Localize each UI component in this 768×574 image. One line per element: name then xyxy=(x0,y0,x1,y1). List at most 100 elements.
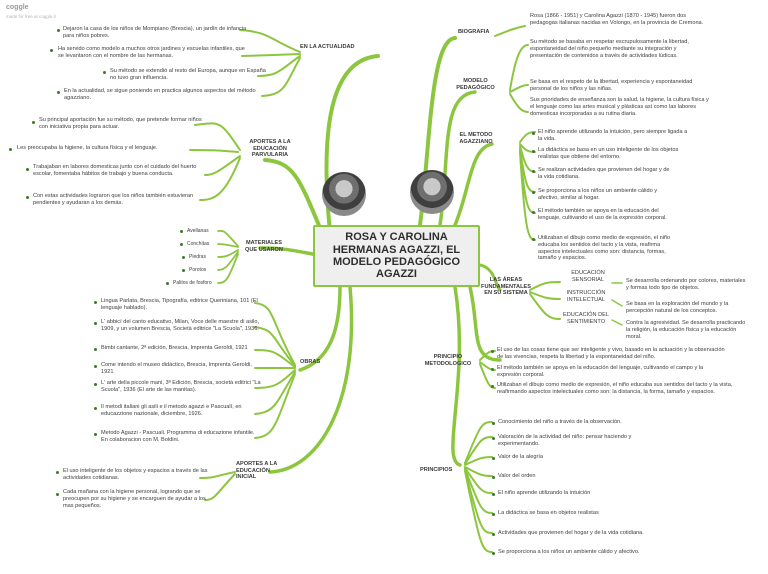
material-item-1: Avellanas xyxy=(187,228,209,234)
brand-logo[interactable]: coggle xyxy=(6,4,29,11)
bullet-dot xyxy=(492,493,495,496)
portrait-photo-left xyxy=(322,172,366,216)
metodo-item-5: El método también se apoya en la educaci… xyxy=(538,208,667,221)
portrait-photo-right xyxy=(410,170,454,214)
bullet-dot xyxy=(32,121,35,124)
bullet-dot xyxy=(532,191,535,194)
bullet-dot xyxy=(56,471,59,474)
biografia-text: Rosa (1866 - 1951) y Carolina Agazzi (18… xyxy=(530,13,704,26)
bullet-dot xyxy=(492,437,495,440)
bullet-dot xyxy=(57,29,60,32)
aportes-inicial-item-2: Cada mañana con la higiene personal, log… xyxy=(63,489,206,509)
bullet-dot xyxy=(532,170,535,173)
obra-item-1: Lingua Parlata, Brescia, Tipografía, edi… xyxy=(101,298,258,311)
aportes-parvularia-item-4: Con estas actividades lograron que los n… xyxy=(33,193,194,206)
bullet-dot xyxy=(26,196,29,199)
bullet-dot xyxy=(26,168,29,171)
bullet-dot xyxy=(492,422,495,425)
metodo-intro: Sus prioridades de enseñanza son la salu… xyxy=(530,97,709,117)
bullet-dot xyxy=(491,368,494,371)
aportes-inicial-item-1: El uso inteligente de los objetos y espa… xyxy=(63,468,208,481)
area-desc-1: Se desarrolla ordenando por colores, mat… xyxy=(626,278,746,291)
bullet-dot xyxy=(57,91,60,94)
topic-areas-fundamentales[interactable]: LAS ÁREAS FUNDAMENTALES EN SU SISTEMA xyxy=(481,277,531,297)
actualidad-item-3: Su método se extendió al resto del Europ… xyxy=(110,68,266,81)
principios-item-7: Actividades que provienen del hogar y de… xyxy=(498,530,644,536)
topic-aportes-educacion-parvularia[interactable]: APORTES A LA EDUCACIÓN PARVULARIA xyxy=(249,139,291,159)
material-item-4: Porotos xyxy=(189,267,207,273)
bullet-dot xyxy=(532,211,535,214)
area-desc-3: Contra la agresividad. Se desarrolla pra… xyxy=(626,320,746,340)
area-name-1[interactable]: EDUCACIÓN SENSORIAL xyxy=(571,270,605,283)
area-desc-2: Se basa en la exploración del mundo y la… xyxy=(626,301,729,314)
principios-item-2: Valoración de la actividad del niño: pen… xyxy=(498,434,632,447)
actualidad-item-4: En la actualidad, se sigue poniendo en p… xyxy=(64,88,256,101)
actualidad-item-1: Dejaron la casa de los niños de Mompiano… xyxy=(63,26,247,39)
bullet-dot xyxy=(94,365,97,368)
principio-item-2: El método también se apoya en la educaci… xyxy=(497,365,704,378)
material-item-2: Conchitas xyxy=(187,241,210,247)
aportes-parvularia-item-1: Su principal aportación fue su método, q… xyxy=(39,117,202,130)
bullet-dot xyxy=(94,348,97,351)
principio-item-1: El uso de las cosas tiene que ser inteli… xyxy=(497,347,725,360)
obra-item-3: Bimbi cantante, 2ª edición, Brescia, Imp… xyxy=(101,345,248,351)
bullet-dot xyxy=(94,322,97,325)
metodo-item-3: Se realizan actividades que provienen de… xyxy=(538,167,670,180)
brand-tagline: made for free at coggle.it xyxy=(6,14,56,19)
bullet-dot xyxy=(492,533,495,536)
bullet-dot xyxy=(492,457,495,460)
bullet-dot xyxy=(182,256,185,259)
central-topic[interactable]: ROSA Y CAROLINA HERMANAS AGAZZI, EL MODE… xyxy=(313,225,480,287)
topic-principios[interactable]: PRINCIPIOS xyxy=(420,467,453,473)
topic-modelo-pedagogico[interactable]: MODELO PEDAGÓGICO xyxy=(456,78,495,91)
bullet-dot xyxy=(532,132,535,135)
metodo-item-1: El niño aprende utilizando la intuición,… xyxy=(538,129,688,142)
bullet-dot xyxy=(166,282,169,285)
metodo-item-2: La didáctica se basa en un uso inteligen… xyxy=(538,147,679,160)
area-name-2[interactable]: INSTRUCCIÓN INTELECTUAL xyxy=(566,290,606,303)
topic-en-la-actualidad[interactable]: EN LA ACTUALIDAD xyxy=(300,44,355,50)
bullet-dot xyxy=(103,71,106,74)
bullet-dot xyxy=(56,493,59,496)
principios-item-6: La didáctica se basa en objetos realista… xyxy=(498,510,599,516)
area-name-3[interactable]: EDUCACIÓN DEL SENTIMIENTO xyxy=(562,312,609,325)
bullet-dot xyxy=(182,269,185,272)
bullet-dot xyxy=(492,552,495,555)
bullet-dot xyxy=(180,243,183,246)
topic-aportes-educacion-inicial[interactable]: APORTES A LA EDUCACIÓN INICIAL xyxy=(236,461,278,481)
bullet-dot xyxy=(492,513,495,516)
topic-biografia[interactable]: BIOGRAFIA xyxy=(458,29,490,35)
obra-item-4: Come intendo el museo didáctico, Brescia… xyxy=(101,362,252,375)
modelo-item-2: Se basa en el respeto de la libertad, ex… xyxy=(530,79,693,92)
principios-item-4: Valor del orden xyxy=(498,473,536,479)
bullet-dot xyxy=(94,433,97,436)
bullet-dot xyxy=(50,49,53,52)
topic-materiales[interactable]: MATERIALES QUE USARON xyxy=(245,240,283,253)
obra-item-6: Il metodi italiani gli asili e il metodo… xyxy=(101,404,242,417)
aportes-parvularia-item-3: Trabajaban en labores domesticas junto c… xyxy=(33,164,197,177)
obra-item-5: L' arte della piccole mani, 3ª Edición, … xyxy=(101,380,261,393)
bullet-dot xyxy=(94,383,97,386)
bullet-dot xyxy=(94,407,97,410)
material-item-3: Piedras xyxy=(189,254,206,260)
principios-item-5: El niño aprende utilizando la intuición xyxy=(498,490,591,496)
principios-item-1: Conocimiento del niño a través de la obs… xyxy=(498,419,622,425)
actualidad-item-2: Ha servido como modelo a muchos otros ja… xyxy=(58,46,245,59)
bullet-dot xyxy=(94,301,97,304)
topic-obras[interactable]: OBRAS xyxy=(300,359,321,365)
bullet-dot xyxy=(492,476,495,479)
topic-principio-metodologico[interactable]: PRINCIPIO METODOLOGICO xyxy=(424,354,472,367)
bullet-dot xyxy=(491,350,494,353)
metodo-item-6: Utilizaban el dibujo como medio de expre… xyxy=(538,235,671,262)
bullet-dot xyxy=(532,150,535,153)
modelo-item-1: Su método se basaba en respetar escrupul… xyxy=(530,39,689,59)
principios-item-3: Valor de la alegría xyxy=(498,454,543,460)
metodo-item-4: Se proporciona a los niños un ambiente c… xyxy=(538,188,658,201)
topic-el-metodo[interactable]: EL METODO AGAZZIANO xyxy=(459,132,493,145)
bullet-dot xyxy=(532,238,535,241)
obra-item-7: Metodo Agazzi - Pascuali. Programma di e… xyxy=(101,430,255,443)
bullet-dot xyxy=(9,148,12,151)
principios-item-8: Se proporciona a los niños un ambiente c… xyxy=(498,549,640,555)
material-item-5: Palitos de fosforo xyxy=(173,280,212,286)
bullet-dot xyxy=(180,230,183,233)
